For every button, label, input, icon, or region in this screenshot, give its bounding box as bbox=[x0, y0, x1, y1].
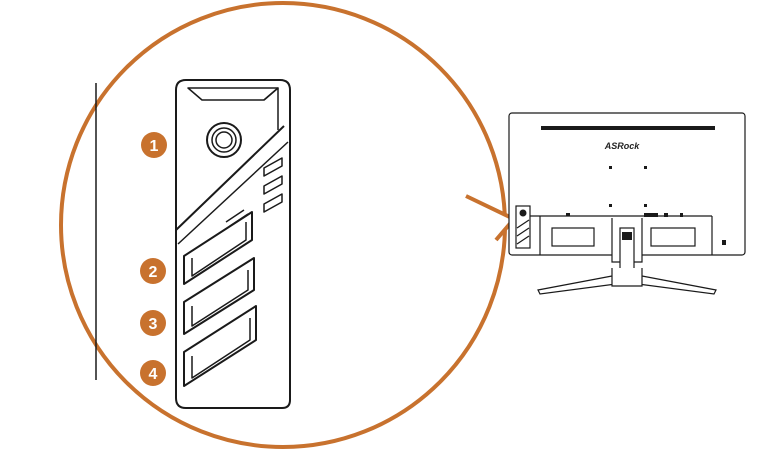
callout-2: 2 bbox=[140, 258, 166, 284]
callout-1: 1 bbox=[141, 132, 167, 158]
svg-text:3: 3 bbox=[149, 316, 158, 333]
brand-logo: ASRock bbox=[604, 141, 641, 151]
svg-text:2: 2 bbox=[149, 264, 158, 281]
top-vent-strip bbox=[541, 126, 715, 130]
svg-text:1: 1 bbox=[150, 138, 159, 155]
button-2 bbox=[183, 211, 253, 285]
monitor-rear-view bbox=[508, 112, 746, 295]
button-4 bbox=[183, 305, 257, 387]
button-3 bbox=[183, 257, 255, 335]
callout-3: 3 bbox=[140, 310, 166, 336]
joystick-button bbox=[206, 122, 242, 158]
svg-text:4: 4 bbox=[149, 366, 158, 383]
magnifier-circle bbox=[59, 1, 507, 449]
callout-4: 4 bbox=[140, 360, 166, 386]
